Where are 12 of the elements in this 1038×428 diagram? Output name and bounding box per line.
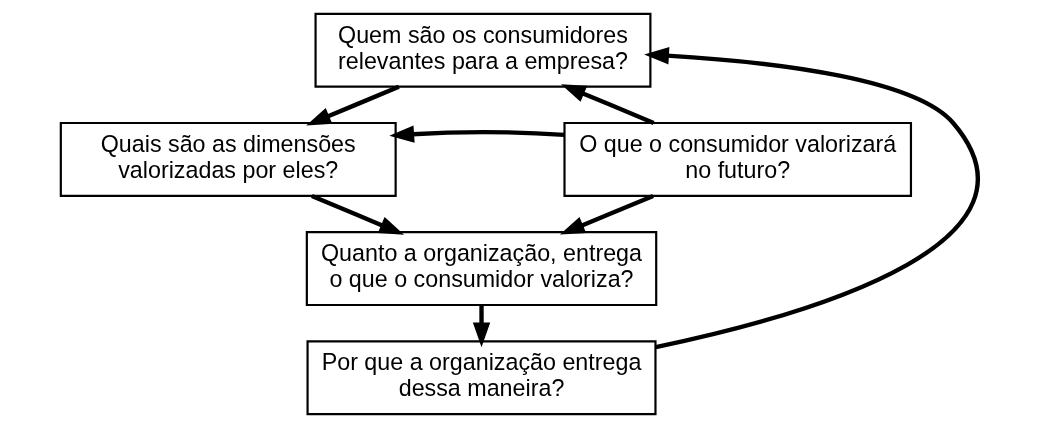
node-box: Quais são as dimensões valorizadas por eles? <box>59 121 397 197</box>
arrow <box>388 125 564 143</box>
node-box: Quanto a organização, entrega o que o consumidor valoriza? <box>305 231 657 307</box>
arrow <box>643 47 980 350</box>
node-box: O que o consumidor valorizará no futuro? <box>562 121 912 197</box>
node-box: Por que a organização entrega dessa maneira? <box>305 340 657 416</box>
arrow <box>472 305 490 348</box>
node-box: Quem são os consumidores relevantes para a empresa? <box>314 12 651 88</box>
arrow <box>560 84 655 125</box>
arrow <box>310 193 404 235</box>
arrow <box>305 84 400 126</box>
arrow <box>559 193 654 235</box>
